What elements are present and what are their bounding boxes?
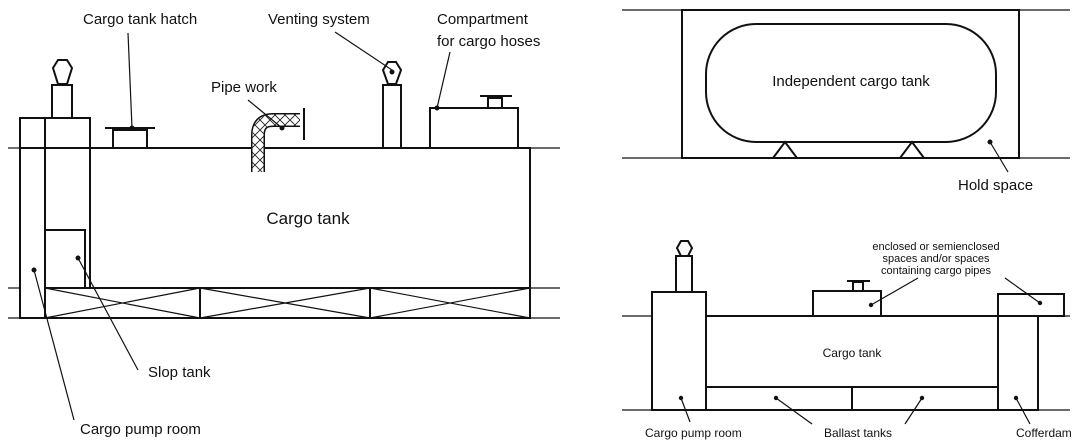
enclosed-space xyxy=(812,290,882,317)
pump-room-stack-cap-br xyxy=(675,240,694,257)
pump-room-upper xyxy=(19,117,91,149)
pump-room-stack xyxy=(51,84,73,119)
hatch-body xyxy=(112,129,148,149)
cofferdam xyxy=(997,315,1039,411)
cofferdam-top xyxy=(997,293,1065,317)
compartment-label-line1: Compartment xyxy=(437,11,529,28)
slop-tank-label: Slop tank xyxy=(148,364,211,381)
hold-space-label: Hold space xyxy=(958,177,1033,194)
tank-support-left xyxy=(772,140,798,159)
top-right-diagram: Independent cargo tank Hold space xyxy=(622,9,1070,194)
cargo-tank-label: Cargo tank xyxy=(266,209,350,228)
stack-cap xyxy=(51,59,74,85)
enclosed-label-line1: enclosed or semienclosed xyxy=(872,241,999,253)
cargo-pump-room-label-br: Cargo pump room xyxy=(645,426,742,440)
hose-compartment xyxy=(429,107,519,149)
tank-support-right xyxy=(899,140,925,159)
ballast-tanks-label: Ballast tanks xyxy=(824,426,892,440)
cargo-tank-hatch-label: Cargo tank hatch xyxy=(83,11,197,28)
cargo-tank-label-br: Cargo tank xyxy=(823,346,883,360)
left-diagram: Cargo tank Cargo tank hatch Venting syst… xyxy=(8,11,560,438)
vent-head xyxy=(381,61,403,85)
independent-cargo-tank xyxy=(705,23,997,143)
cofferdam-label: Cofferdam xyxy=(1016,426,1072,440)
compartment-label-line2: for cargo hoses xyxy=(437,33,540,50)
cargo-pump-room-label: Cargo pump room xyxy=(80,421,201,438)
ballast-tank-1 xyxy=(705,386,853,411)
independent-cargo-tank-label: Independent cargo tank xyxy=(772,73,930,90)
pump-room-stack-br xyxy=(675,255,693,293)
enclosed-label-line2: spaces and/or spaces xyxy=(882,253,990,265)
cargo-tank-label-box xyxy=(248,203,368,233)
ballast-tank-2 xyxy=(851,386,999,411)
vent-mast xyxy=(382,84,402,149)
hose-compartment-vent xyxy=(487,97,503,109)
bottom-right-diagram: Cargo tank enclosed or semienclosed spac… xyxy=(622,240,1072,440)
enclosed-label-line3: containing cargo pipes xyxy=(881,265,992,277)
hold-space xyxy=(681,9,1020,159)
pipe-work-label: Pipe work xyxy=(211,79,277,96)
pump-room-box xyxy=(651,291,707,411)
venting-system-label: Venting system xyxy=(268,11,370,28)
